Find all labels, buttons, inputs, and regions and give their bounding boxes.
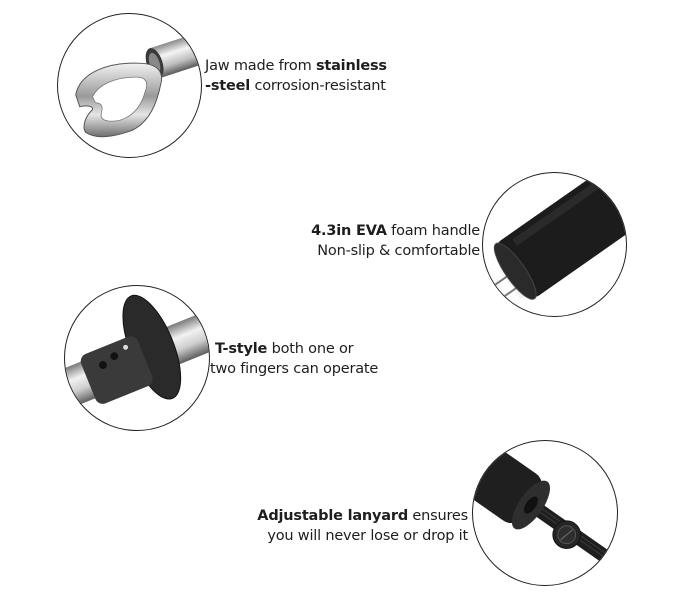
lanyard-caption: Adjustable lanyard ensures you will neve… bbox=[240, 506, 468, 546]
caption-line-1: Adjustable lanyard ensures bbox=[257, 508, 468, 524]
caption-line-2: -steel corrosion-resistant bbox=[205, 78, 386, 94]
t-style-trigger-icon bbox=[64, 285, 210, 431]
trigger-caption: T-style both one or two fingers can oper… bbox=[210, 339, 378, 379]
caption-line-1: 4.3in EVA foam handle bbox=[311, 223, 480, 239]
eva-foam-handle-icon bbox=[482, 172, 627, 317]
jaw-caption: Jaw made from stainless -steel corrosion… bbox=[205, 56, 387, 96]
adjustable-lanyard-icon bbox=[472, 440, 618, 586]
caption-line-2: Non-slip & comfortable bbox=[317, 243, 480, 259]
caption-line-1: T-style both one or bbox=[215, 341, 354, 357]
caption-line-1: Jaw made from stainless bbox=[205, 58, 387, 74]
caption-line-2: two fingers can operate bbox=[210, 361, 379, 377]
caption-line-2: you will never lose or drop it bbox=[267, 528, 468, 544]
handle-caption: 4.3in EVA foam handle Non-slip & comfort… bbox=[300, 221, 480, 261]
stainless-steel-jaw-icon bbox=[57, 13, 202, 158]
